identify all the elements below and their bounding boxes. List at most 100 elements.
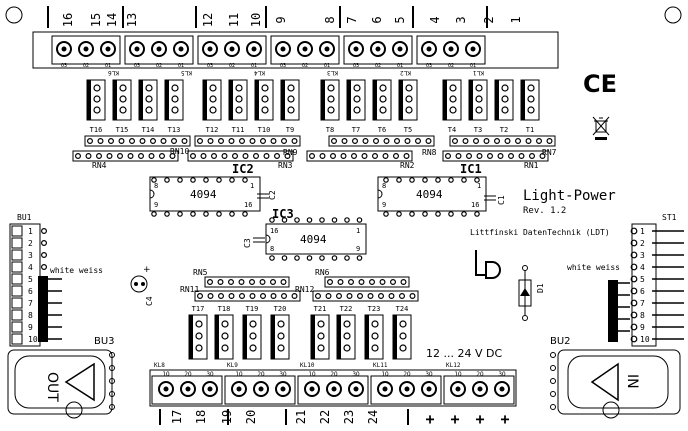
- bu1-pin-box: [11, 225, 23, 237]
- bu1-pin-box: [11, 249, 23, 261]
- terminal-label: KL10: [300, 362, 315, 369]
- transistor-label: T7: [352, 126, 360, 134]
- solder-pad: [327, 84, 335, 92]
- ic1-ref: IC1: [460, 162, 482, 176]
- resistor-network-label: RN2: [400, 161, 415, 170]
- solder-pad: [221, 153, 228, 160]
- d1-label: D1: [536, 283, 545, 293]
- solder-pad: [171, 84, 179, 92]
- solder-pad: [127, 153, 134, 160]
- st1-pin-number: 3: [640, 251, 645, 260]
- solder-pad: [452, 138, 459, 145]
- solder-pad: [159, 153, 166, 160]
- solder-pad: [435, 211, 441, 217]
- solder-pad: [261, 106, 269, 114]
- solder-pad: [281, 255, 288, 261]
- transistor-tab: [203, 80, 207, 120]
- screw-hole: [178, 46, 184, 52]
- screw-terminal: [370, 41, 386, 57]
- screw-terminal: [494, 381, 510, 397]
- resistor-network-label: RN5: [193, 268, 208, 277]
- screw-terminal: [173, 41, 189, 57]
- svg-text:+: +: [143, 265, 151, 275]
- screw-terminal: [275, 381, 291, 397]
- screw-terminal: [180, 381, 196, 397]
- transistor-tab: [365, 315, 369, 359]
- solder-pad: [378, 293, 385, 300]
- ic1-part: 4094: [416, 188, 443, 201]
- solder-pad: [396, 177, 402, 183]
- ldt-logo: [475, 250, 501, 279]
- solder-pad: [319, 255, 325, 261]
- terminal-pin-label: O1: [324, 63, 330, 69]
- top-output-number: 8: [323, 16, 337, 23]
- screw-terminal: [450, 381, 466, 397]
- solder-pad: [351, 153, 358, 160]
- terminal-pin-label: 3O: [352, 371, 360, 378]
- capacitor-c3: C3: [243, 237, 265, 248]
- solder-pad: [474, 211, 480, 217]
- solder-pad: [306, 255, 313, 261]
- transistor-label: T13: [168, 126, 181, 134]
- solder-pad: [203, 211, 209, 217]
- st1-pin-number: 8: [640, 311, 645, 320]
- terminal-label: KL6: [108, 69, 119, 76]
- solder-pad: [164, 211, 170, 217]
- solder-pad: [169, 153, 176, 160]
- solder-pad: [209, 95, 217, 103]
- terminal-pin-label: O2: [229, 63, 235, 69]
- solder-pad: [399, 332, 407, 340]
- solder-pad: [330, 153, 337, 160]
- manufacturer-label: Littfinski DatenTechnik (LDT): [470, 228, 610, 237]
- solder-pad: [274, 153, 281, 160]
- transistor-label: T9: [286, 126, 294, 134]
- capacitor-c1: C1: [484, 195, 506, 205]
- solder-pad: [358, 279, 365, 286]
- bu3-plug-label: OUT: [44, 372, 60, 402]
- transistor-tab: [113, 80, 117, 120]
- bu1-wire-label: white weiss: [50, 266, 103, 275]
- solder-pad: [197, 293, 204, 300]
- solder-pad: [284, 153, 291, 160]
- solder-pad: [630, 287, 638, 295]
- resistor-network: [449, 135, 556, 147]
- solder-pad: [317, 320, 325, 328]
- solder-pad: [74, 153, 81, 160]
- st1-label: ST1: [662, 213, 677, 222]
- transistor-label: T14: [142, 126, 155, 134]
- solder-pad: [348, 279, 355, 286]
- solder-pad: [494, 138, 501, 145]
- solder-pad: [40, 252, 47, 259]
- transistor-label: T10: [258, 126, 271, 134]
- resistor-network-label: RN12: [295, 285, 314, 294]
- ic1: IC1 4094 8 1 9 16: [377, 162, 487, 217]
- solder-pad: [449, 84, 457, 92]
- st1-pin-number: 6: [640, 287, 645, 296]
- solder-pad: [216, 211, 222, 217]
- screw-terminal: [319, 41, 335, 57]
- solder-pad: [371, 332, 379, 340]
- resistor-network: [312, 290, 419, 302]
- solder-pad: [445, 153, 452, 160]
- solder-pad: [221, 320, 229, 328]
- solder-pad: [357, 293, 364, 300]
- solder-pad: [277, 344, 285, 352]
- solder-pad: [405, 106, 413, 114]
- transistor-tab: [139, 80, 143, 120]
- solder-pad: [97, 138, 104, 145]
- terminal-pin-label: O1: [251, 63, 257, 69]
- solder-pad: [315, 293, 322, 300]
- solder-pad: [207, 279, 214, 286]
- solder-pad: [630, 323, 638, 331]
- terminal-pin-label: 2O: [257, 371, 265, 378]
- solder-pad: [344, 217, 350, 223]
- transistor-label: T15: [116, 126, 129, 134]
- top-output-number: 2: [482, 16, 496, 23]
- bottom-output-number: 24: [366, 410, 380, 424]
- solder-pad: [93, 95, 101, 103]
- supply-voltage-label: 12 ... 24 V DC: [426, 347, 502, 360]
- transistor-tab: [271, 315, 275, 359]
- solder-pad: [287, 106, 295, 114]
